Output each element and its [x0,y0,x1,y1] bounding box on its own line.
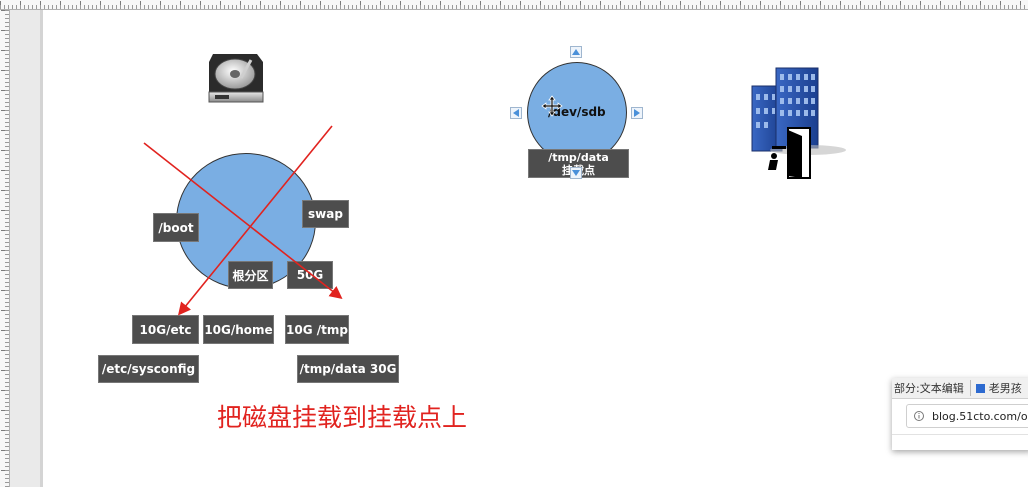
mount-point-path: /tmp/data [548,150,609,164]
browser-popup[interactable]: 部分:文本编辑 老男孩 blog.51cto.com/ol [892,378,1028,450]
building-exit-icon [751,67,846,179]
cross-line-2 [143,142,343,299]
move-up-handle[interactable] [570,46,582,58]
label-home: 10G/home [203,315,274,344]
page-margin [10,10,43,487]
cross-line-1 [177,125,333,316]
popup-tab-1[interactable]: 部分:文本编辑 [892,380,971,396]
popup-address-bar[interactable]: blog.51cto.com/ol [906,404,1028,428]
popup-divider [892,434,1028,435]
hard-drive-icon [208,54,264,103]
triangle-right-icon [634,109,640,117]
label-sysconfig: /etc/sysconfig [98,355,199,383]
label-boot: /boot [153,213,199,242]
label-swap: swap [302,200,349,228]
popup-url-text: blog.51cto.com/ol [932,409,1028,423]
move-right-handle[interactable] [631,107,643,119]
dev-sdb-circle[interactable] [527,62,627,163]
popup-tab-icon [975,383,985,393]
dev-sdb-label: /dev/sdb [548,105,606,119]
ruler-left [0,10,10,487]
label-etc: 10G/etc [132,315,199,344]
info-icon [914,411,924,421]
popup-tab-2[interactable]: 老男孩 [988,382,1022,395]
label-tmp: 10G /tmp [285,315,349,344]
triangle-left-icon [513,109,519,117]
ruler-top [0,0,1028,10]
diagram-caption: 把磁盘挂载到挂载点上 [217,403,468,432]
triangle-down-icon [572,170,580,176]
triangle-up-icon [572,49,580,55]
move-cursor-icon [541,95,563,117]
label-root: 根分区 [228,261,273,289]
move-down-handle[interactable] [570,167,582,179]
label-tmp-data: /tmp/data 30G [297,355,399,383]
move-left-handle[interactable] [510,107,522,119]
popup-tab-bar: 部分:文本编辑 老男孩 [892,378,1028,399]
